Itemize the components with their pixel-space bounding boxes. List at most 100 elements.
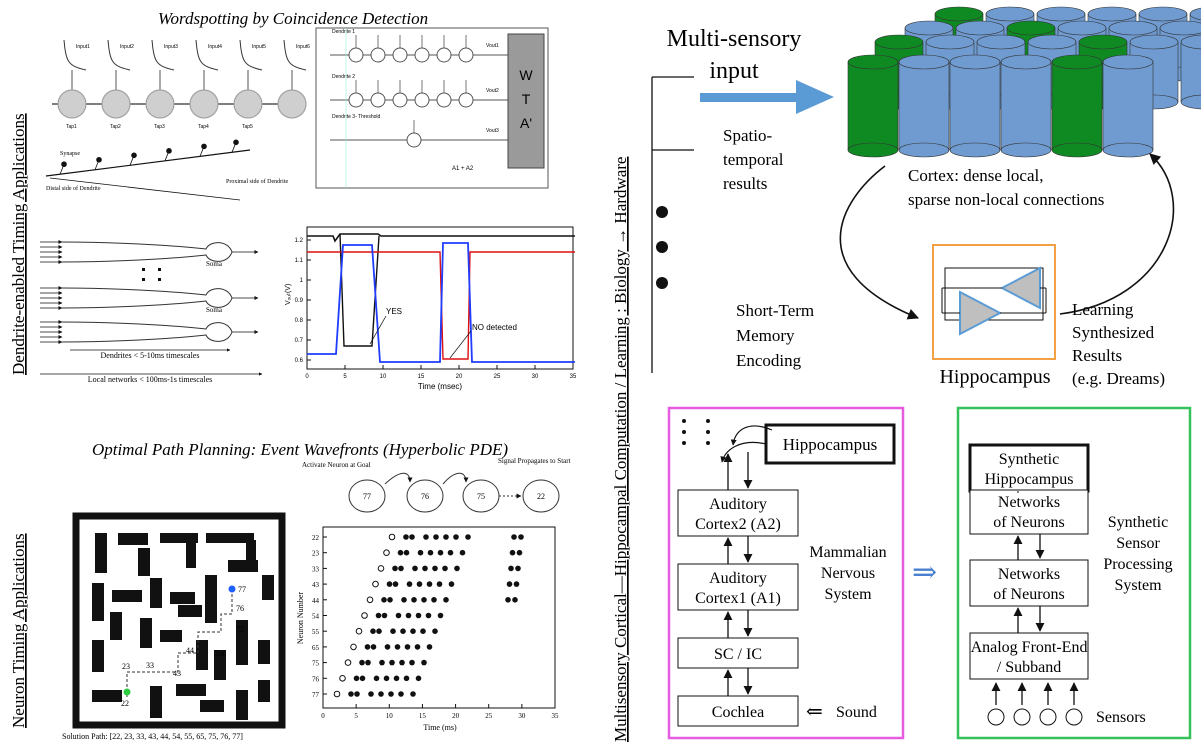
sc-ic: SC / IC (714, 646, 762, 663)
maze-start-dot (123, 688, 131, 696)
circuit-node (458, 92, 474, 108)
raster-spike (355, 627, 363, 635)
raster-spike (443, 597, 449, 603)
solution-path-text: Solution Path: [22, 23, 33, 43, 44, 54, … (62, 732, 243, 741)
raster-ytick: 23 (312, 550, 320, 558)
raster-spike (381, 597, 387, 603)
synapse-label: Synapse (60, 151, 80, 157)
cortex-line-1: Cortex: dense local, (908, 166, 1044, 185)
sensor-circle (1065, 708, 1083, 726)
raster-spike (398, 691, 404, 697)
raster-spike (378, 691, 384, 697)
maze-cell-label: 54 (216, 649, 224, 658)
sensor-circle (1039, 708, 1057, 726)
maze-wall (110, 612, 122, 640)
syn-networks-b-2: of Neurons (993, 586, 1065, 603)
synapse-dot (61, 161, 67, 168)
raster-spike (453, 534, 459, 540)
raster-spike (333, 690, 341, 698)
raster-spike (515, 565, 521, 572)
cortex-cylinders (847, 6, 1201, 158)
raster-spike (437, 549, 444, 556)
plot-ytick: 0.6 (295, 358, 304, 364)
plot-xlabel: Time (msec) (418, 382, 462, 391)
raster-spike (421, 597, 427, 603)
raster-spike (388, 691, 394, 697)
raster-spike (386, 581, 393, 587)
raster-spike (513, 581, 520, 587)
plot-ytick: 0.7 (295, 338, 304, 344)
plot-no-label: NO detected (472, 323, 517, 332)
maze-wall (258, 680, 270, 702)
raster-spike (511, 534, 517, 540)
plot-ytick: 1 (300, 278, 304, 284)
raster-spike (354, 691, 360, 697)
chain-neuron (233, 89, 263, 119)
raster-spike (436, 581, 443, 587)
raster-spike (505, 597, 511, 603)
maze-wall (228, 560, 258, 572)
circuit-node (436, 92, 452, 108)
raster-spike (375, 612, 382, 619)
plot-ytick: 0.9 (295, 298, 304, 304)
vertical-label-dendrite: Dendrite-enabled Timing Applications (9, 113, 28, 375)
raster-spike (388, 533, 396, 541)
syn-system-2: Sensor (1116, 535, 1160, 552)
cochlea: Cochlea (712, 704, 764, 721)
maze-wall (200, 700, 224, 712)
raster-spike (390, 628, 396, 634)
maze-wall (186, 533, 196, 568)
raster-spike (348, 691, 354, 697)
raster-spike (426, 644, 433, 650)
mapping-arrow: ⇒ (912, 556, 937, 589)
raster-spike (442, 565, 448, 572)
maze-cell-label: 22 (121, 699, 129, 708)
spatio-line-3: results (723, 174, 767, 193)
dendrite-synapse-diagram: Synapse Distal side of Dendrite Proximal… (45, 139, 288, 201)
synapse-dot (96, 156, 102, 163)
plot-blue-trace (307, 242, 575, 363)
input-label: Input3 (164, 44, 178, 50)
raster-spike (431, 597, 437, 603)
maze-wall (246, 540, 256, 570)
maze-wall (92, 640, 104, 672)
wavefront-node-label: 22 (537, 492, 545, 501)
vout-label: Vout1 (486, 43, 499, 49)
raster-spike (379, 659, 385, 666)
wavefront-node (522, 479, 560, 513)
raster-spike (509, 549, 516, 556)
plot-ylabel: Vₒᵤₜ(V) (285, 284, 292, 305)
raster-spike (415, 612, 422, 619)
raster-ytick: 43 (312, 581, 320, 589)
circuit-node (406, 132, 422, 148)
sensors-label: Sensors (1096, 709, 1146, 726)
distal-label: Distal side of Dendrite (46, 185, 101, 192)
dendrite-row-label: Dendrite 2 (332, 74, 355, 80)
raster-spike (403, 549, 410, 556)
wavefront-node-label: 75 (477, 492, 485, 501)
maze-wall (258, 640, 270, 664)
wta-block (507, 33, 545, 169)
tap-label: Tap1 (66, 124, 77, 130)
raster-spike (422, 565, 428, 572)
input-label: Input2 (120, 44, 134, 50)
tap-label: Tap2 (110, 124, 121, 130)
input-arrow (700, 80, 834, 114)
wavefront-node-label: 77 (363, 492, 371, 501)
hippocampus-box (932, 244, 1056, 360)
raster-spike (425, 612, 432, 619)
circuit-node (348, 92, 364, 108)
maze-cell-label: 23 (122, 662, 130, 671)
raster-spike (365, 659, 371, 666)
raster-spike (506, 581, 513, 587)
synapse-dot (233, 139, 239, 146)
vout-label: Vout3 (486, 128, 499, 134)
vout-label: Vout2 (486, 88, 499, 94)
raster-spike (368, 691, 374, 697)
raster-spike (404, 644, 411, 650)
learning-1: Learning (1072, 300, 1134, 319)
maze-wall (160, 533, 198, 543)
